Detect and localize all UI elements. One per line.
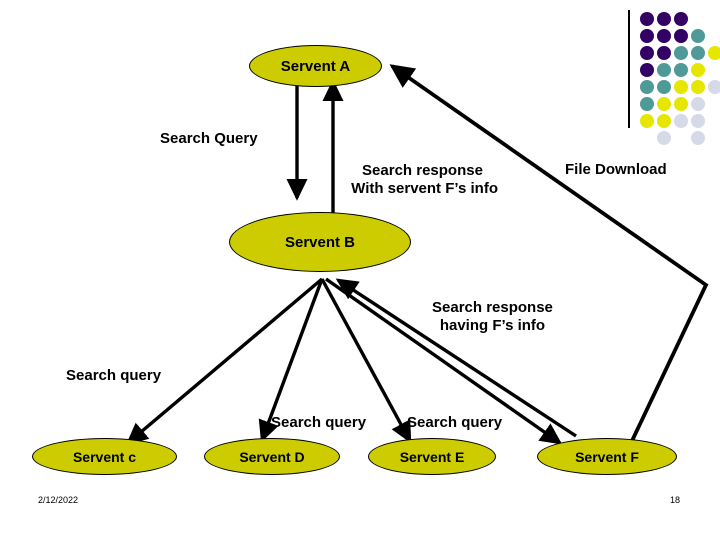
- logo-dot: [674, 114, 688, 128]
- node-servent-d[interactable]: Servent D: [204, 438, 340, 475]
- logo-dot: [640, 63, 654, 77]
- node-servent-f[interactable]: Servent F: [537, 438, 677, 475]
- logo-dot: [640, 80, 654, 94]
- node-servent-c[interactable]: Servent c: [32, 438, 177, 475]
- node-servent-a[interactable]: Servent A: [249, 45, 382, 87]
- footer-date: 2/12/2022: [38, 495, 79, 505]
- node-servent-a-label: Servent A: [280, 57, 351, 75]
- logo-dot: [691, 131, 705, 145]
- logo-dot: [674, 12, 688, 26]
- label-search-response-with-f-info: Search response With servent F’s info: [351, 162, 498, 197]
- logo-dot: [674, 80, 688, 94]
- label-search-query-mid: Search query: [271, 414, 367, 431]
- node-servent-e[interactable]: Servent E: [368, 438, 496, 475]
- logo-dot: [657, 63, 671, 77]
- logo-dot: [674, 97, 688, 111]
- logo-dot: [640, 46, 654, 60]
- label-search-query-top: Search Query: [160, 130, 258, 147]
- logo-dot: [640, 114, 654, 128]
- logo-dot: [691, 80, 705, 94]
- node-servent-d-label: Servent D: [239, 448, 305, 465]
- logo-dot: [657, 29, 671, 43]
- dot-grid-logo: [628, 6, 720, 145]
- logo-dot: [691, 63, 705, 77]
- logo-dot: [657, 12, 671, 26]
- logo-dot: [657, 46, 671, 60]
- label-search-query-left: Search query: [66, 367, 162, 384]
- logo-dot: [640, 29, 654, 43]
- logo-dot: [657, 80, 671, 94]
- logo-dot: [691, 29, 705, 43]
- node-servent-c-label: Servent c: [72, 448, 137, 465]
- logo-dot: [640, 12, 654, 26]
- node-servent-e-label: Servent E: [399, 448, 465, 465]
- logo-dot: [657, 97, 671, 111]
- logo-dot: [708, 80, 720, 94]
- logo-dot: [708, 46, 720, 60]
- label-search-query-right: Search query: [407, 414, 503, 431]
- logo-dot: [691, 46, 705, 60]
- node-servent-b-label: Servent B: [284, 233, 356, 251]
- label-file-download: File Download: [565, 161, 667, 178]
- logo-dot: [657, 131, 671, 145]
- logo-dot: [674, 29, 688, 43]
- logo-dot: [691, 114, 705, 128]
- logo-dot: [674, 63, 688, 77]
- label-search-response-having-f-info: Search response having F’s info: [432, 299, 553, 334]
- logo-divider-line: [628, 10, 630, 128]
- logo-dot: [640, 97, 654, 111]
- footer-page-number: 18: [670, 495, 681, 505]
- logo-dot: [674, 46, 688, 60]
- logo-dot: [691, 97, 705, 111]
- node-servent-f-label: Servent F: [575, 448, 639, 465]
- logo-dot: [657, 114, 671, 128]
- node-servent-b[interactable]: Servent B: [229, 212, 411, 272]
